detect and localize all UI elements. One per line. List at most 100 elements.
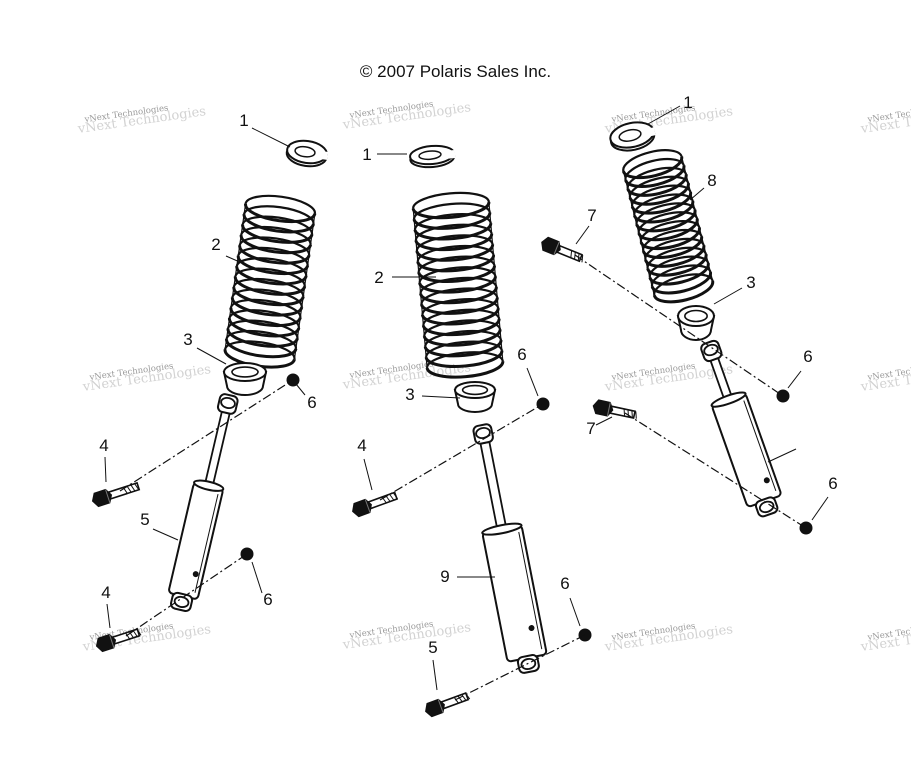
- coil-front: [414, 233, 494, 252]
- callout-label: 2: [374, 268, 383, 287]
- seat-bore: [684, 309, 708, 323]
- coil-front: [226, 328, 299, 348]
- callout-label: 4: [99, 436, 108, 455]
- bolt-thread: [461, 694, 467, 701]
- clip-center: [409, 144, 456, 169]
- callout-leader: [787, 370, 802, 389]
- coil-edge: [681, 156, 714, 281]
- coil-front: [415, 244, 495, 262]
- callout-label: 9: [440, 567, 449, 586]
- coil-front: [621, 156, 684, 180]
- coil-front: [233, 276, 307, 296]
- axis-right-bottom: [624, 412, 807, 529]
- coil-front: [639, 227, 701, 251]
- clip-gap: [441, 149, 456, 160]
- coil-front: [411, 201, 491, 220]
- bolt-thread: [132, 630, 138, 637]
- coil-front: [235, 266, 308, 286]
- spring-center: [411, 191, 505, 379]
- callout-label: 3: [405, 385, 414, 404]
- coil-front: [239, 234, 312, 255]
- shock-port: [192, 571, 199, 578]
- shock-left: [168, 393, 239, 613]
- coil-front: [641, 236, 704, 259]
- callout-label: 4: [357, 436, 366, 455]
- bolt-head-edge: [606, 402, 611, 417]
- seat-bore: [231, 366, 259, 378]
- callout-label: 2: [211, 235, 220, 254]
- bolt-thread: [570, 250, 573, 258]
- bolt-right-top: [541, 236, 584, 263]
- coil-front: [635, 209, 697, 233]
- nut-shape: [799, 521, 813, 535]
- bolt-thread: [130, 484, 136, 492]
- coil-back: [244, 194, 316, 214]
- axis-center-bottom: [454, 634, 586, 701]
- bolt-thread: [581, 254, 584, 263]
- callout-leader: [647, 105, 681, 125]
- seat-bore: [461, 384, 489, 396]
- coil-back: [412, 191, 490, 209]
- coil-front: [241, 224, 314, 244]
- bolt-thread: [134, 483, 140, 491]
- nut-shape: [578, 628, 592, 642]
- callout-leader: [526, 367, 539, 397]
- callout-leader: [767, 448, 797, 463]
- bolt-thread: [631, 410, 633, 418]
- coil-front: [646, 253, 708, 277]
- callout-leader: [713, 287, 743, 305]
- bolt-thread: [635, 411, 637, 419]
- callout-leader: [363, 458, 373, 491]
- copyright-notice: © 2007 Polaris Sales Inc.: [359, 62, 552, 81]
- spring-left: [223, 194, 317, 369]
- coil-edge: [622, 171, 655, 296]
- spring-seat-right: [676, 305, 716, 341]
- callout-label: 6: [263, 590, 272, 609]
- bolt-shank: [440, 692, 470, 710]
- callout-leader: [295, 383, 306, 396]
- coil-front: [230, 297, 304, 317]
- shock-cylinder-top: [193, 479, 225, 492]
- nut-center-bottom: [578, 628, 592, 642]
- coil-front: [628, 182, 690, 206]
- coil-front: [413, 223, 493, 241]
- bolt-shank: [367, 491, 399, 510]
- callout-leader: [575, 225, 590, 245]
- callout-label: 1: [239, 111, 248, 130]
- nut-shape: [240, 547, 254, 561]
- coil-front: [637, 218, 699, 242]
- bolt-head-edge: [105, 489, 111, 503]
- clip-hole: [294, 145, 316, 158]
- coil-front: [422, 329, 502, 347]
- coil-front: [412, 212, 492, 230]
- callout-leader: [421, 395, 461, 399]
- shock-cylinder-top: [481, 522, 523, 536]
- spring-seat-center: [453, 381, 497, 413]
- coil-front: [418, 276, 497, 294]
- callout-leader: [251, 127, 291, 148]
- coil-front: [229, 307, 302, 328]
- shock-cylinder: [168, 482, 224, 600]
- nut-right-bottom: [799, 521, 813, 535]
- shock-top-eye-hole: [220, 396, 236, 410]
- clip-gap: [315, 150, 329, 160]
- callout-label: 6: [307, 393, 316, 412]
- shock-highlight: [518, 531, 543, 650]
- coil-front: [650, 271, 712, 295]
- callout-leader: [225, 255, 259, 271]
- shock-port: [528, 625, 535, 632]
- callout-leader: [569, 597, 581, 627]
- clip-right: [609, 121, 656, 152]
- callout-leader: [595, 416, 613, 426]
- callout-label: 3: [746, 273, 755, 292]
- bolt-thread: [623, 408, 626, 417]
- coil-front: [423, 339, 503, 358]
- callout-leader: [251, 561, 263, 594]
- callout-label: 6: [560, 574, 569, 593]
- clip-left: [285, 139, 329, 168]
